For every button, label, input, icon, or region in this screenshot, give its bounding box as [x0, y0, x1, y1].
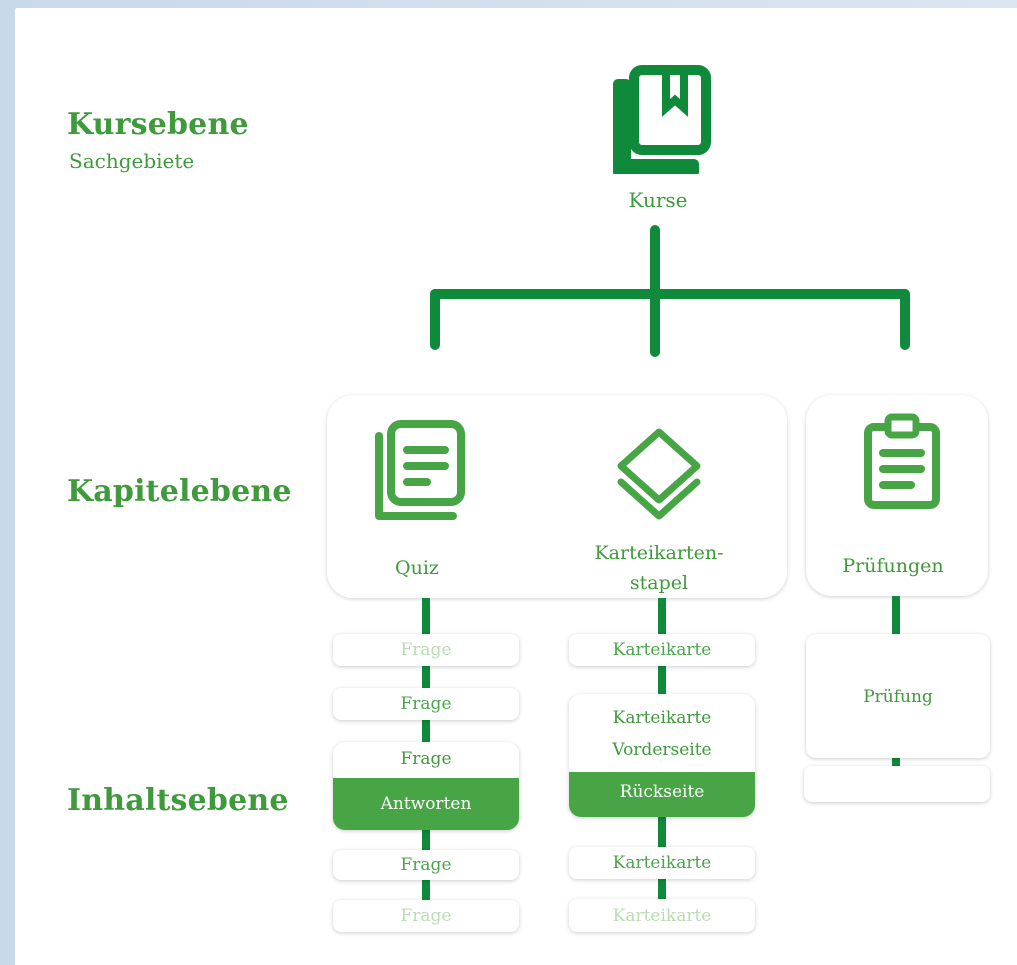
- quiz-connector: [422, 598, 430, 634]
- expanded-question-title: Frage: [400, 749, 452, 769]
- flashcard-item[interactable]: Karteikarte: [569, 634, 755, 666]
- exams-connector: [892, 596, 900, 634]
- flashcard-label: Karteikarte: [612, 640, 712, 660]
- chapter-card-quiz-flashcards[interactable]: [327, 395, 787, 598]
- flashcard-item[interactable]: Karteikarte: [569, 847, 755, 879]
- exam-empty-card[interactable]: [804, 766, 990, 802]
- layers-icon: [609, 426, 709, 526]
- diagram-canvas: Kursebene Sachgebiete Kapitelebene Inhal…: [15, 8, 1017, 965]
- exam-card[interactable]: Prüfung: [806, 634, 990, 758]
- quiz-question-card[interactable]: Frage: [333, 634, 519, 666]
- quiz-question-label: Frage: [400, 694, 452, 714]
- back-side-button[interactable]: Rückseite: [569, 772, 755, 817]
- answers-button[interactable]: Antworten: [333, 778, 519, 830]
- quiz-question-label: Frage: [400, 906, 452, 926]
- quiz-expanded-question-card[interactable]: Frage Antworten: [333, 742, 519, 830]
- flashcards-connector: [658, 817, 666, 847]
- quiz-connector: [422, 666, 430, 688]
- exam-label: Prüfung: [863, 687, 933, 707]
- chapter-level-title: Kapitelebene: [67, 474, 292, 509]
- flashcard-front-label: Vorderseite: [612, 740, 712, 760]
- flashcards-connector: [658, 666, 666, 694]
- flashcards-connector: [658, 598, 666, 634]
- flashcard-label: Karteikarte: [612, 853, 712, 873]
- course-tree-connector: [430, 225, 910, 357]
- quiz-question-label: Frage: [400, 855, 452, 875]
- content-level-title: Inhaltsebene: [67, 783, 289, 818]
- flashcards-connector: [658, 879, 666, 899]
- chapter-flashcards-label-line1: Karteikarten-: [594, 542, 724, 564]
- course-level-title: Kursebene: [67, 107, 249, 142]
- chapter-quiz-label: Quiz: [395, 557, 439, 579]
- quiz-connector: [422, 720, 430, 742]
- quiz-question-label: Frage: [400, 640, 452, 660]
- flashcard-item[interactable]: Karteikarte: [569, 899, 755, 932]
- book-stack-icon: [610, 64, 720, 177]
- quiz-question-card[interactable]: Frage: [333, 688, 519, 720]
- chapter-flashcards-label-line2: stapel: [629, 572, 689, 595]
- flashcard-label: Karteikarte: [612, 906, 712, 926]
- quiz-connector: [422, 880, 430, 900]
- exams-connector: [892, 758, 900, 766]
- expanded-flashcard-title: Karteikarte: [612, 708, 712, 728]
- chapter-exams-label: Prüfungen: [842, 555, 944, 577]
- course-level-subtitle: Sachgebiete: [69, 149, 195, 173]
- quiz-connector: [422, 830, 430, 850]
- quiz-question-card[interactable]: Frage: [333, 850, 519, 880]
- flashcard-expanded-card[interactable]: Karteikarte Vorderseite Rückseite: [569, 694, 755, 817]
- chapter-flashcards-label: Karteikarten- stapel: [594, 538, 723, 599]
- clipboard-icon: [861, 413, 943, 509]
- quiz-icon: [367, 418, 471, 522]
- quiz-question-card[interactable]: Frage: [333, 900, 519, 932]
- courses-label: Kurse: [628, 188, 688, 212]
